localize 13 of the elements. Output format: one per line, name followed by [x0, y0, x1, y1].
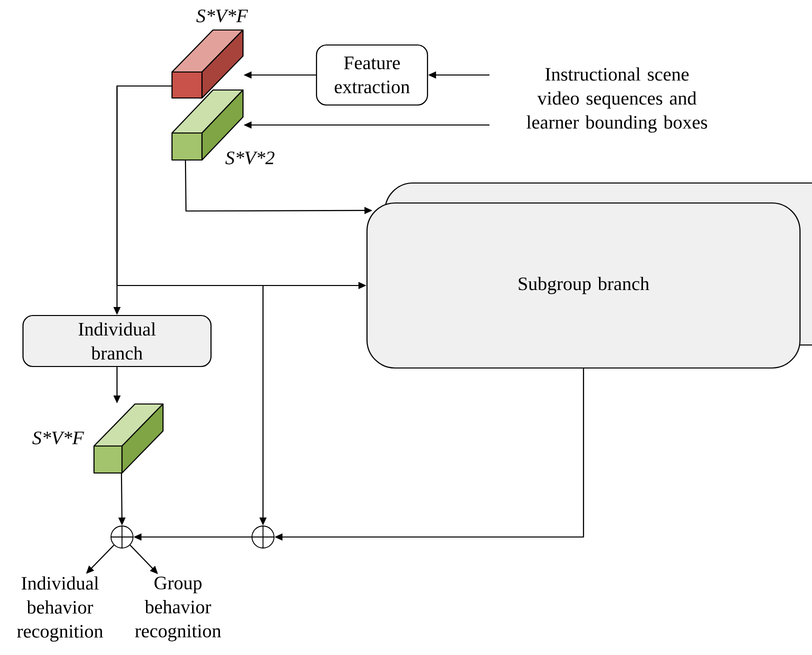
sum-circle — [251, 525, 275, 549]
size-label: S*V*2 — [225, 152, 274, 164]
cuboid — [93, 403, 164, 474]
sum-circle — [110, 525, 134, 549]
stacked-box: Subgroup branch — [366, 182, 812, 369]
cuboid — [171, 29, 244, 99]
size-label: S*V*F — [196, 10, 248, 22]
label-text: Group behavior recognition — [135, 576, 221, 642]
process-box: Individual branch — [22, 314, 212, 368]
size-label: S*V*F — [32, 432, 84, 444]
process-box: Feature extraction — [316, 44, 428, 106]
label-text: Instructional scene video sequences and learner bounding boxes — [526, 67, 708, 133]
label-text: Individual behavior recognition — [17, 576, 103, 642]
